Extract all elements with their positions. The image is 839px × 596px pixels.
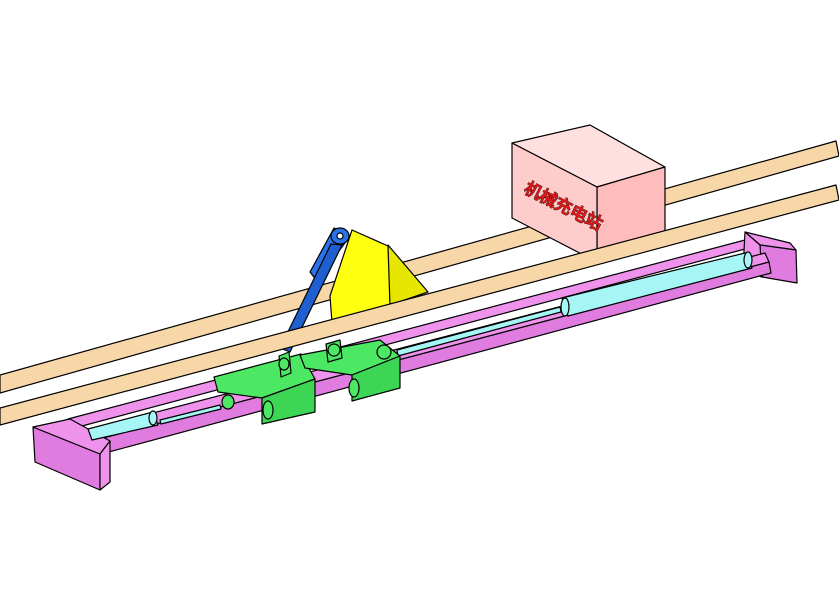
lever-arm: [279, 227, 351, 353]
support-bracket: [329, 229, 429, 329]
linear-cylinder: [87, 251, 753, 441]
rail-lower: [0, 184, 839, 426]
charging-station-box: 机械充电站: [511, 124, 666, 263]
carriage: [213, 339, 401, 425]
